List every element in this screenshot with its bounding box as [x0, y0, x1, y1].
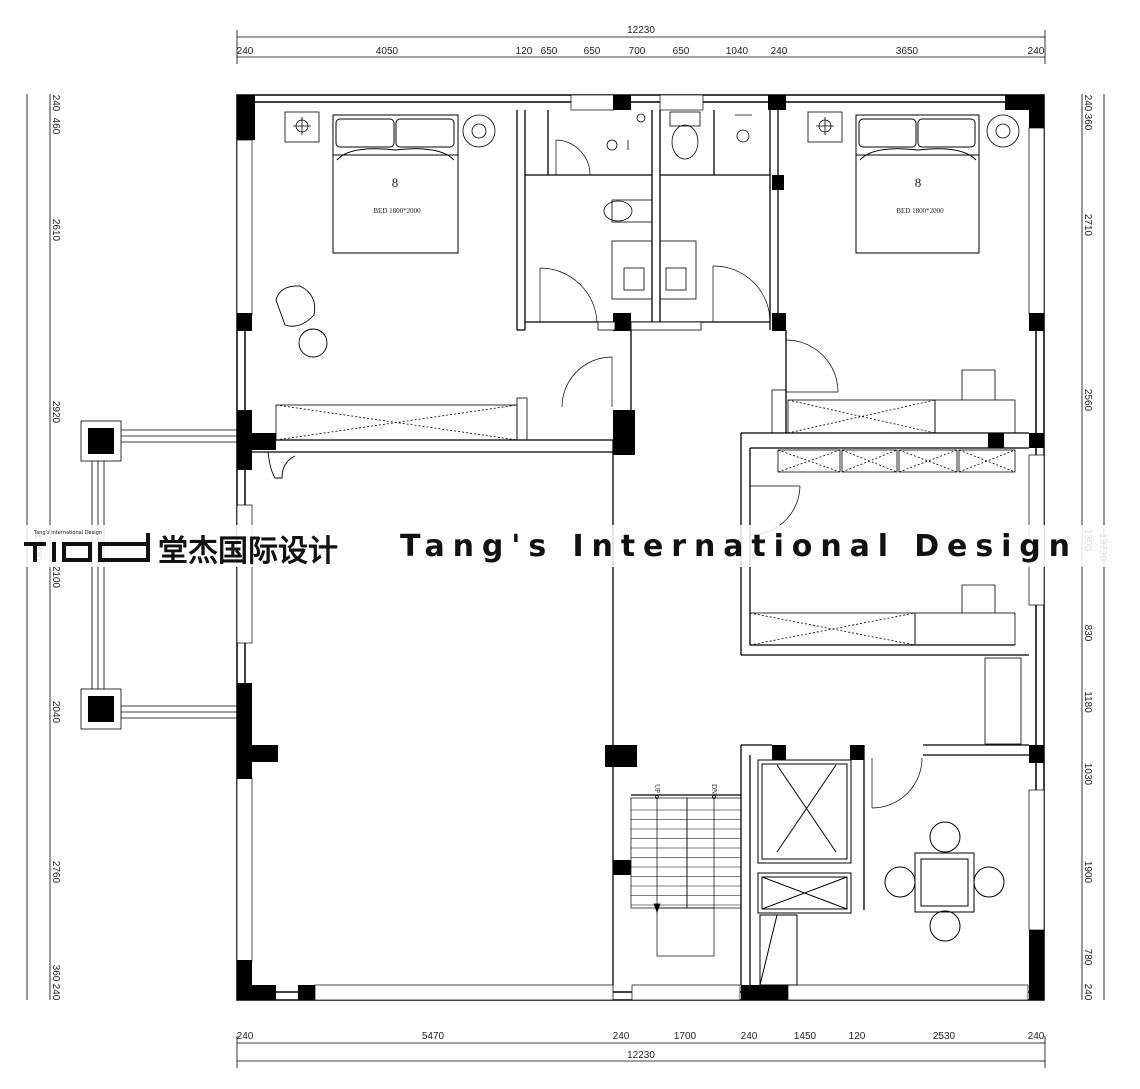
bottom-dim: 120	[849, 1031, 866, 1042]
top-dimension-lines	[236, 30, 1046, 64]
right-nightstand	[807, 111, 1020, 148]
bottom-dimension-labels: 240 5470 240 1700 240 1450 120 2530 240	[237, 1031, 1045, 1042]
top-dim: 1040	[726, 46, 749, 57]
left-wardrobe	[275, 397, 528, 441]
left-bed	[332, 114, 459, 254]
top-dim: 240	[1028, 46, 1045, 57]
left-dim: 360	[50, 965, 61, 982]
right-dim: 360	[1082, 114, 1093, 131]
bottom-dim: 240	[237, 1031, 254, 1042]
top-dimension-labels: 240 4050 120 650 650 700 650 1040 240 36…	[237, 46, 1045, 57]
tid-logo	[24, 533, 150, 562]
stair-arrows	[653, 795, 716, 913]
left-dim: 2610	[50, 219, 61, 242]
stair-up-label: UP	[653, 784, 661, 793]
right-wardrobe-desk	[771, 369, 1016, 434]
bottom-dimension-lines	[236, 1036, 1046, 1068]
left-balcony	[80, 420, 237, 730]
left-bed-number: 8	[392, 175, 399, 190]
bottom-dim: 240	[741, 1031, 758, 1042]
balcony-column	[88, 428, 114, 454]
right-dim: 1180	[1082, 691, 1093, 713]
top-dim: 650	[673, 46, 690, 57]
right-dim: 830	[1082, 625, 1093, 642]
watermark-en-text: Tang's International Design	[400, 529, 1080, 564]
balcony-column	[88, 696, 114, 722]
left-nightstand	[284, 111, 496, 148]
lift-shaft	[757, 759, 852, 986]
top-total-dimension: 12230	[627, 25, 655, 36]
left-dim: 2920	[50, 401, 61, 424]
top-dim: 240	[771, 46, 788, 57]
right-dim: 240	[1082, 984, 1093, 1001]
top-dim: 240	[237, 46, 254, 57]
bottom-dim: 1450	[794, 1031, 817, 1042]
left-dim: 240	[50, 95, 61, 112]
right-dim: 1900	[1082, 861, 1093, 884]
right-bed-number: 8	[915, 175, 922, 190]
right-dimension-labels: 240 360 2710 2560 1300 830 1180 1030 190…	[1082, 95, 1093, 1001]
right-dim: 2560	[1082, 389, 1093, 412]
bottom-dim: 240	[1028, 1031, 1045, 1042]
study-cabinets	[749, 449, 1022, 745]
watermark-small-text: Tang's International Design	[33, 530, 102, 536]
watermark-cn-text: 堂杰国际设计	[158, 534, 338, 569]
bottom-total-dimension: 12230	[627, 1050, 655, 1061]
watermark: Tang's International Design 堂杰国际设计 Tang'…	[0, 525, 1140, 569]
right-dim: 2710	[1082, 214, 1093, 237]
top-dim: 650	[584, 46, 601, 57]
staircase	[630, 797, 742, 957]
left-bed-label: BED 1800*2000	[373, 207, 421, 215]
top-dim: 650	[541, 46, 558, 57]
bottom-dim: 1700	[674, 1031, 697, 1042]
right-dim: 240	[1082, 95, 1093, 112]
left-lounge-chair	[275, 285, 328, 358]
bottom-dim: 2530	[933, 1031, 956, 1042]
columns	[237, 95, 1044, 1000]
right-bed	[855, 114, 980, 254]
left-dim: 2760	[50, 861, 61, 884]
right-dim: 1030	[1082, 763, 1093, 786]
left-corner-bracket	[267, 451, 296, 479]
windows	[236, 94, 1045, 1001]
left-dimension-labels: 240 460 2610 2920 2100 2040 2760 360 240	[50, 95, 61, 1001]
right-bed-label: BED 1800*2000	[896, 207, 944, 215]
stair-treads	[631, 809, 741, 906]
left-dim: 2040	[50, 701, 61, 724]
left-dim: 2100	[50, 566, 61, 589]
left-dim: 460	[50, 118, 61, 135]
top-dim: 700	[629, 46, 646, 57]
top-dim: 3650	[896, 46, 919, 57]
bottom-dim: 5470	[422, 1031, 445, 1042]
stair-down-label: DN	[710, 784, 718, 794]
right-dim: 780	[1082, 949, 1093, 966]
tea-table-set	[884, 821, 1005, 942]
left-dim: 240	[50, 984, 61, 1001]
door-swings	[539, 139, 923, 809]
bottom-dim: 240	[613, 1031, 630, 1042]
bathroom-fixtures	[597, 111, 752, 331]
top-dim: 120	[516, 46, 533, 57]
top-dim: 4050	[376, 46, 399, 57]
